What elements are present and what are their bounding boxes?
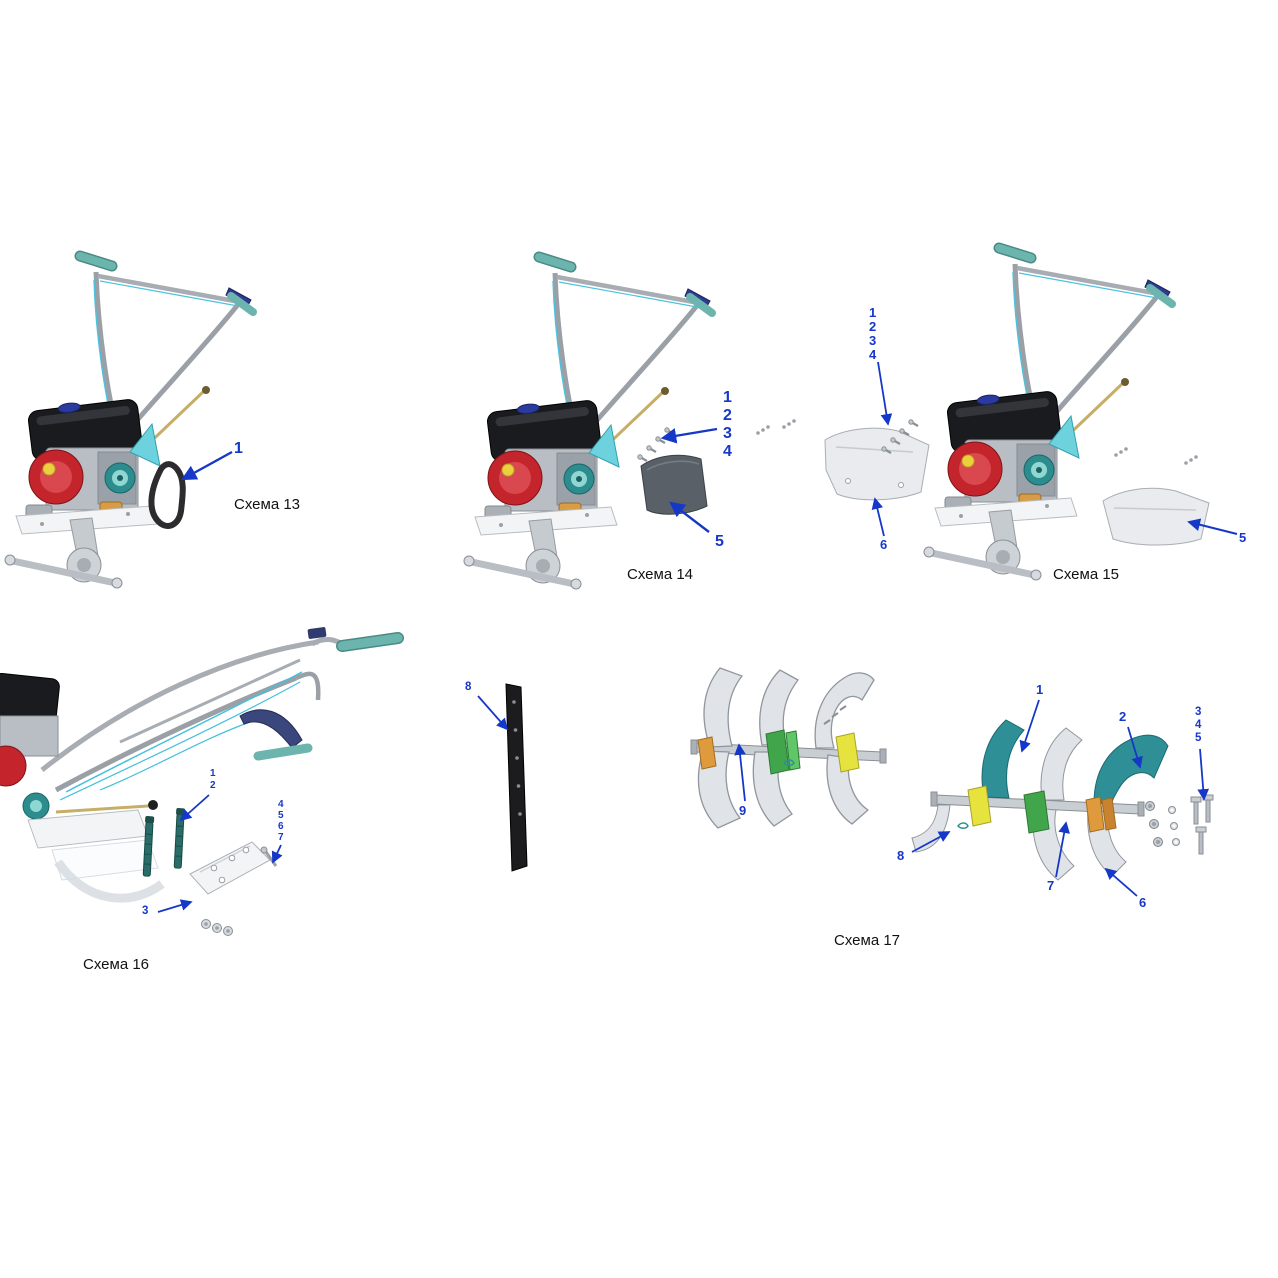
callout-arrow: [1197, 748, 1210, 801]
scheme17-callout-1: 1: [1036, 682, 1044, 697]
scheme16-callout-7: 7: [278, 832, 284, 843]
scheme16-callout-3: 3: [142, 905, 149, 917]
scheme16-callout-5: 5: [278, 810, 284, 821]
scheme15-callout-3: 3: [869, 333, 877, 348]
scheme14-callout-3: 3: [723, 425, 732, 442]
callout-arrow: [157, 899, 193, 913]
scheme14-machine: [464, 257, 712, 589]
scheme15-guard-right: [1102, 487, 1210, 546]
callout-arrow: [1127, 726, 1143, 769]
scheme14-callout-2: 2: [723, 407, 732, 424]
callout-arrow: [1104, 867, 1138, 897]
scheme17-rotor-right: [911, 719, 1214, 881]
callout-arrow: [734, 743, 746, 802]
scheme17-callout-5: 5: [1195, 732, 1202, 744]
scheme17-callout-7: 7: [1047, 878, 1055, 893]
scheme13-machine: [5, 256, 253, 588]
scheme-15-label: Схема 15: [1053, 566, 1120, 583]
callout-arrow: [911, 831, 951, 853]
scheme17-callout-8: 8: [897, 848, 905, 863]
callout-arrow: [871, 497, 885, 537]
callout-arrow: [877, 361, 893, 426]
scheme17-callout-3: 3: [1195, 706, 1202, 718]
callout-arrows: [157, 361, 1238, 913]
callout-arrow: [477, 695, 509, 731]
scheme16-machine: [0, 627, 404, 903]
scheme13-callout-1: 1: [234, 440, 243, 457]
scheme16-callout-4: 4: [278, 799, 284, 810]
scheme16-callout-1: 1: [210, 768, 216, 779]
scheme-16-label: Схема 16: [83, 956, 150, 973]
scheme15-callout-2: 2: [869, 319, 877, 334]
scheme15-screws: [881, 419, 919, 454]
scheme16-callout-2: 2: [210, 780, 216, 791]
scheme15-fastener-dots: [1114, 447, 1198, 465]
scheme15-callout-5: 5: [1239, 530, 1247, 545]
scheme17-callout-2: 2: [1119, 709, 1127, 724]
scheme15-callout-1: 1: [869, 305, 877, 320]
scheme-13-label: Схема 13: [234, 496, 301, 513]
scheme15-callout-6: 6: [880, 537, 888, 552]
scheme14-callout-4: 4: [723, 443, 732, 460]
blade-bar-callout-8: 8: [465, 681, 472, 693]
callout-arrow: [180, 450, 233, 481]
callout-arrow: [669, 501, 710, 533]
scheme15-guard-left: [824, 427, 930, 501]
scheme14-guard: [640, 454, 708, 515]
scheme16-callout-6: 6: [278, 821, 284, 832]
scheme17-rotor-left: [690, 667, 887, 829]
scheme15-callout-4: 4: [869, 347, 877, 362]
scheme17-hardware: [1145, 794, 1214, 855]
scheme14-callout-1: 1: [723, 389, 732, 406]
scheme14-callout-5: 5: [715, 533, 724, 550]
callout-arrow: [1019, 699, 1040, 753]
scheme-17-label: Схема 17: [834, 932, 901, 949]
callout-arrow: [1187, 518, 1238, 535]
callout-arrow: [271, 844, 283, 864]
scheme17-callout-6: 6: [1139, 895, 1147, 910]
callout-arrow: [660, 427, 718, 444]
scheme13-part-loop: [148, 461, 186, 529]
callout-arrow: [179, 794, 210, 822]
callout-arrow: [1055, 821, 1070, 878]
scheme17-callout-4: 4: [1195, 719, 1202, 731]
blade-bar-part: [505, 683, 528, 872]
scheme16-parts: [142, 808, 278, 936]
scheme14-fastener-dots: [756, 419, 796, 435]
scheme17-callout-9: 9: [739, 803, 747, 818]
scheme-14-label: Схема 14: [627, 566, 694, 583]
